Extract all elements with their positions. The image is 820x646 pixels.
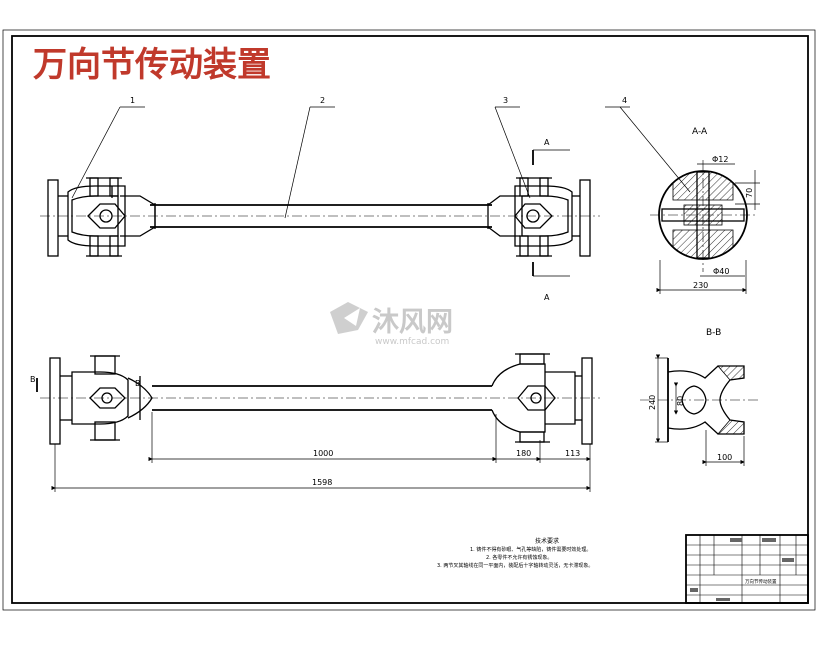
part-number-2: 2 — [320, 96, 325, 105]
cut-mark-a-top: A — [544, 138, 550, 147]
watermark: 沐风网 www.mfcad.com — [330, 302, 453, 347]
outer-frame — [2, 29, 816, 611]
tech-req-item-2: 2. 各零件不允许有锈蚀现象。 — [486, 554, 552, 561]
dim-phi40: Φ40 — [713, 267, 729, 276]
watermark-url: www.mfcad.com — [375, 337, 449, 347]
dim-113: 113 — [565, 449, 580, 458]
section-bb-view: B-B 240 80 100 — [640, 328, 760, 466]
cut-mark-a-bottom: A — [544, 293, 550, 302]
part-number-1: 1 — [130, 96, 135, 105]
cut-mark-b-left: B — [30, 375, 36, 384]
part-number-4: 4 — [622, 96, 627, 105]
watermark-brand: 沐风网 — [372, 307, 453, 338]
dim-80: 80 — [676, 396, 685, 406]
section-aa-label: A-A — [692, 127, 708, 137]
tech-req-item-1: 1. 铸件不得有砂眼、气孔等缺陷，铸件需要时效处理。 — [470, 546, 591, 553]
tech-req-heading: 技术要求 — [535, 537, 559, 545]
dim-70: 70 — [745, 188, 754, 198]
part-number-3: 3 — [503, 96, 508, 105]
technical-requirements: 技术要求 1. 铸件不得有砂眼、气孔等缺陷，铸件需要时效处理。 2. 各零件不允… — [437, 537, 593, 569]
dim-230: 230 — [693, 281, 708, 290]
section-bb-label: B-B — [706, 328, 721, 338]
title-block-name: 万向节传动装置 — [745, 578, 777, 585]
dim-phi12: Φ12 — [712, 155, 728, 164]
tech-req-item-3: 3. 两节叉其轴线在同一平面内，装配后十字轴转动灵活，无卡滞现象。 — [437, 562, 593, 569]
dim-100: 100 — [717, 453, 732, 462]
inner-frame — [11, 35, 809, 604]
drawing-title: 万向节传动装置 — [33, 45, 271, 85]
dim-1000: 1000 — [313, 449, 333, 458]
dim-1598: 1598 — [312, 478, 332, 487]
section-aa-view: A-A 230 70 Φ12 Φ40 — [650, 127, 760, 294]
cut-mark-b-right: B — [135, 379, 141, 388]
front-view: A A 1 2 3 4 — [40, 96, 691, 302]
side-view: B B 1000 180 113 1598 — [30, 353, 600, 492]
title-block: 万向节传动装置 — [685, 534, 809, 604]
dim-240: 240 — [648, 395, 657, 410]
dim-180: 180 — [516, 449, 531, 458]
